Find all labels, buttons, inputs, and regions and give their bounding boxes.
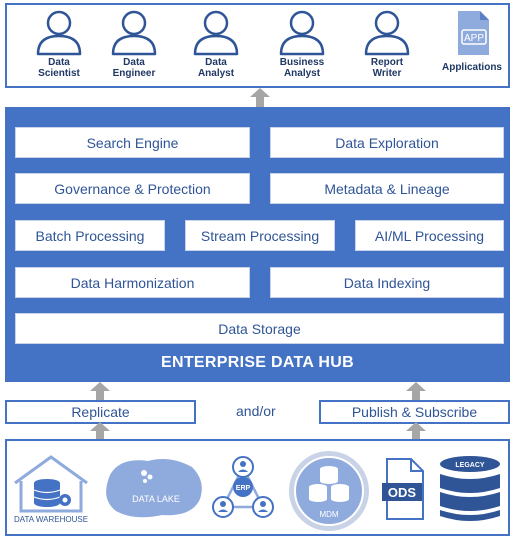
governance-protection-box: Governance & Protection (15, 173, 250, 204)
consumer-label: Data Analyst (197, 57, 235, 79)
enterprise-data-hub: Search Engine Data Exploration Governanc… (5, 107, 510, 382)
person-icon (193, 10, 239, 56)
consumer-business-analyst: Business Analyst (267, 8, 337, 88)
consumers-bar: Data Scientist Data Engineer Data Analys… (5, 3, 510, 88)
consumer-data-engineer: Data Engineer (99, 8, 169, 88)
ods-source: ODS (381, 457, 427, 526)
consumer-data-scientist: Data Scientist (24, 8, 94, 88)
consumer-data-analyst: Data Analyst (181, 8, 251, 88)
stream-processing-box: Stream Processing (185, 220, 335, 251)
replicate-box: Replicate (5, 400, 196, 424)
metadata-lineage-box: Metadata & Lineage (270, 173, 504, 204)
hub-title: ENTERPRISE DATA HUB (161, 354, 354, 371)
data-lake-source: DATA LAKE (100, 455, 208, 526)
person-icon (364, 10, 410, 56)
app-badge-text: APP (464, 33, 484, 44)
arrow-up-publish-to-hub (406, 382, 426, 401)
consumer-label: Data Engineer (112, 57, 156, 79)
arrow-up-replicate-to-hub (90, 382, 110, 401)
consumer-label: Business Analyst (279, 57, 325, 79)
erp-label: ERP (236, 485, 251, 492)
legacy-source: LEGACY (438, 454, 502, 529)
ods-label: ODS (388, 485, 417, 500)
arrow-up-to-consumers (250, 88, 270, 107)
legacy-database-icon: LEGACY (440, 456, 500, 521)
person-icon (279, 10, 325, 56)
person-icon (36, 10, 82, 56)
ods-document-icon: ODS (382, 458, 424, 520)
consumer-label: Data Scientist (38, 57, 80, 79)
warehouse-label: DATA WAREHOUSE (14, 515, 88, 524)
search-engine-box: Search Engine (15, 127, 250, 158)
arrow-up-sources-to-publish (406, 422, 426, 441)
batch-processing-box: Batch Processing (15, 220, 165, 251)
mdm-label: MDM (319, 510, 338, 519)
data-storage-box: Data Storage (15, 313, 504, 344)
legacy-label: LEGACY (455, 462, 485, 469)
data-sources-bar: DATA WAREHOUSE DATA LAKE ERP (5, 439, 510, 536)
lake-label: DATA LAKE (132, 494, 180, 504)
consumer-label: Applications (441, 62, 502, 73)
mdm-database-icon: MDM (289, 451, 369, 531)
warehouse-icon: DATA WAREHOUSE (14, 455, 88, 524)
aiml-processing-box: AI/ML Processing (355, 220, 504, 251)
data-warehouse-source: DATA WAREHOUSE (11, 453, 91, 530)
publish-subscribe-box: Publish & Subscribe (319, 400, 510, 424)
erp-source: ERP (207, 455, 279, 526)
data-indexing-box: Data Indexing (270, 267, 504, 298)
person-icon (111, 10, 157, 56)
data-harmonization-box: Data Harmonization (15, 267, 250, 298)
lake-icon: DATA LAKE (106, 459, 202, 518)
erp-network-icon: ERP (212, 456, 274, 518)
consumer-report-writer: Report Writer (352, 8, 422, 88)
app-document-icon: APP (458, 11, 489, 55)
data-exploration-box: Data Exploration (270, 127, 504, 158)
mdm-source: MDM (285, 449, 373, 538)
arrow-up-sources-to-replicate (90, 422, 110, 441)
consumer-label: Report Writer (370, 57, 404, 79)
and-or-label: and/or (236, 403, 276, 419)
consumer-applications: APP Applications (432, 8, 512, 88)
